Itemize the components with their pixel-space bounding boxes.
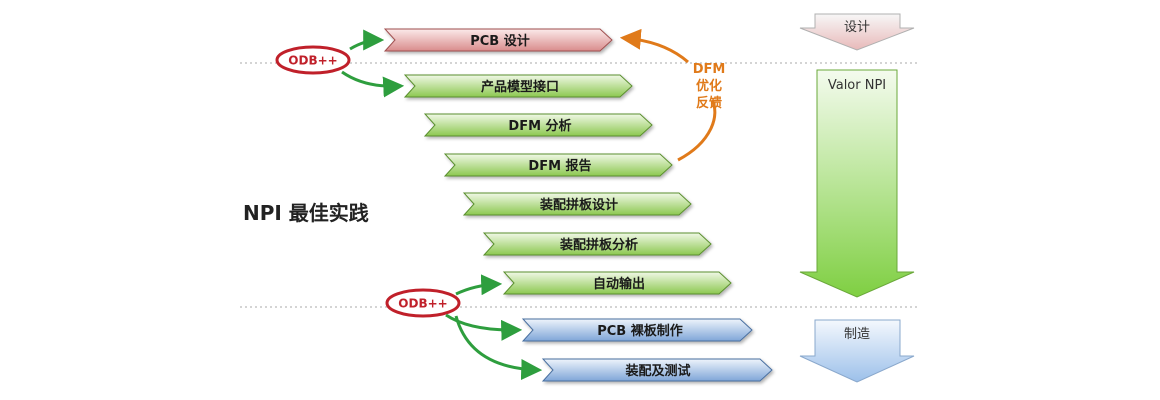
step-arrow-panel-analysis: 装配拼板分析	[482, 232, 712, 256]
feedback-label-line3: 反馈	[696, 95, 722, 111]
step-arrow-auto-output: 自动输出	[502, 271, 732, 295]
stage-label: Valor NPI	[828, 78, 886, 93]
step-arrow-assembly-test: 装配及测试	[541, 358, 773, 382]
odb-logo-bottom: ODB++	[385, 288, 461, 318]
step-arrow-pcb-design: PCB 设计	[383, 28, 613, 52]
step-label: PCB 设计	[470, 33, 530, 49]
odb-logo-text: ODB++	[288, 54, 337, 68]
stage-arrow-design: 设计	[799, 13, 915, 51]
stage-label: 制造	[844, 327, 870, 342]
step-label: 产品模型接口	[481, 79, 559, 95]
odb-logo-top: ODB++	[275, 45, 351, 75]
step-arrow-dfm-analysis: DFM 分析	[423, 113, 653, 137]
stage-arrow-manufacturing: 制造	[799, 319, 915, 383]
connector-arrow	[349, 29, 385, 51]
connector-arrow	[454, 315, 543, 380]
odb-logo-text: ODB++	[398, 297, 447, 311]
connector-arrow	[455, 274, 503, 296]
step-label: 装配及测试	[624, 363, 690, 379]
step-label: 装配拼板分析	[559, 237, 638, 253]
feedback-label-line1: DFM	[693, 62, 726, 77]
step-arrow-model-interface: 产品模型接口	[403, 74, 633, 98]
feedback-label-line2: 优化	[696, 78, 722, 94]
step-arrow-dfm-report: DFM 报告	[443, 153, 673, 177]
step-label: DFM 分析	[508, 118, 571, 134]
connector-arrow	[341, 70, 405, 98]
step-label: DFM 报告	[528, 158, 591, 174]
step-arrow-pcb-fabrication: PCB 裸板制作	[521, 318, 753, 342]
step-arrow-panel-design: 装配拼板设计	[462, 192, 692, 216]
page-title: NPI 最佳实践	[243, 201, 369, 225]
step-label: 装配拼板设计	[539, 197, 618, 213]
stage-label: 设计	[844, 20, 870, 35]
connector-arrow	[445, 313, 523, 341]
step-label: 自动输出	[593, 276, 645, 292]
feedback-arrow	[624, 38, 717, 162]
step-label: PCB 裸板制作	[597, 323, 683, 339]
stage-arrow-valor-npi: Valor NPI	[799, 69, 915, 298]
